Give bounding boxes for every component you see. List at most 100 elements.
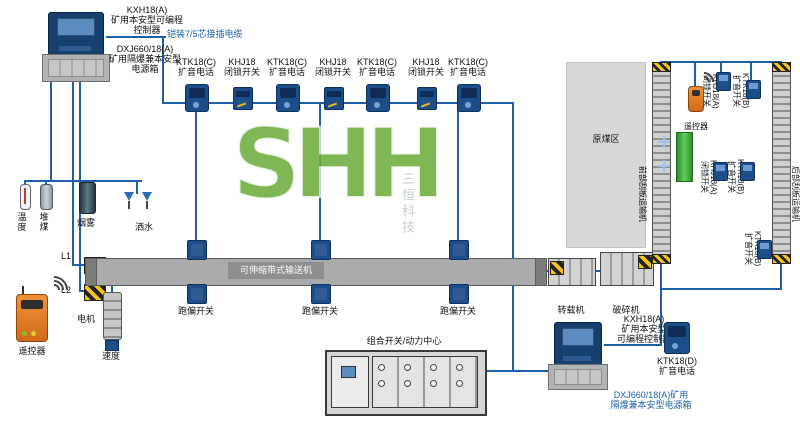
lock-switch-device xyxy=(716,72,731,91)
belt-pulley xyxy=(535,258,547,286)
wire xyxy=(720,62,722,72)
raw-coal-area xyxy=(566,62,646,248)
temperature-sensor-icon xyxy=(20,184,31,210)
remote-label: 遥控器 xyxy=(18,346,46,356)
wire xyxy=(162,36,164,104)
dial-icon xyxy=(378,380,385,387)
device-label: KTK18(C) 扩音电话 xyxy=(266,57,307,77)
power-box-label: DXJ660/18(A)矿用 隔爆兼本安型电源箱 xyxy=(610,390,692,410)
dial-icon xyxy=(404,380,411,387)
wire xyxy=(24,180,142,182)
belt-name-label: 可伸缩带式输送机 xyxy=(228,262,324,279)
device-label: KTK18(B) 扩音开关 xyxy=(732,73,750,108)
dial-icon xyxy=(456,380,463,387)
power-box-device xyxy=(548,364,608,390)
deviation-switch-device xyxy=(449,240,469,260)
temperature-label: 温 度 xyxy=(17,212,27,232)
motor-icon xyxy=(103,292,122,340)
line1-label: L1 xyxy=(60,251,71,261)
lock-switch-device xyxy=(713,162,728,181)
deviation-switch-label: 跑偏开关 xyxy=(301,306,338,316)
deviation-switch-device xyxy=(449,284,469,304)
wire xyxy=(457,104,459,258)
wire xyxy=(660,288,781,290)
dial-icon xyxy=(378,364,385,371)
sprinkler-stem xyxy=(146,201,148,209)
wire xyxy=(79,290,86,292)
dial-icon xyxy=(456,364,463,371)
logo-watermark: SHH xyxy=(231,107,447,221)
loudspeaker-phone-device xyxy=(185,84,209,112)
line2-label: L2 xyxy=(60,285,71,295)
wire xyxy=(780,262,782,290)
motor-label: 电机 xyxy=(76,314,95,324)
device-label: KTK18(C) 扩音电话 xyxy=(447,57,488,77)
sprinkler-stem xyxy=(128,201,130,209)
hazard-block xyxy=(550,261,564,275)
coal-pile-label: 堆 煤 xyxy=(39,212,49,232)
device-label: KHJ18 闭锁开关 xyxy=(407,57,444,77)
smoke-sensor-icon xyxy=(79,182,96,214)
coal-pile-sensor-icon xyxy=(40,184,53,210)
wire xyxy=(694,62,696,86)
loudspeaker-switch-device xyxy=(746,80,761,99)
remote-control-icon xyxy=(688,86,704,112)
loudspeaker-phone-device xyxy=(276,84,300,112)
loudspeaker-switch-device xyxy=(757,240,772,259)
lock-switch-device xyxy=(324,87,344,110)
smoke-label: 烟雾 xyxy=(76,218,95,228)
wire xyxy=(545,270,550,272)
deviation-switch-device xyxy=(187,284,207,304)
deviation-switch-device xyxy=(311,240,331,260)
green-chute-block xyxy=(676,132,693,182)
wire xyxy=(512,102,514,372)
sparkle-icon xyxy=(658,160,670,172)
deviation-switch-label: 跑偏开关 xyxy=(177,306,214,316)
sprinkler-icon xyxy=(124,192,134,201)
dial-icon xyxy=(430,380,437,387)
power-box-label: DXJ660/18(A) 矿用隔爆兼本安型 电源箱 xyxy=(108,44,181,74)
plc-controller-label: KXH18(A) 矿用本安型 可编程控制器 xyxy=(616,314,671,344)
device-label: KTK18(C) 扩音电话 xyxy=(175,57,216,77)
loudspeaker-phone-device xyxy=(664,322,690,354)
rear-scraper-conveyor xyxy=(772,62,791,264)
sparkle-icon xyxy=(658,136,670,148)
deviation-switch-device xyxy=(187,240,207,260)
device-label: KHJ18 闭锁开关 xyxy=(223,57,260,77)
cabinet-door xyxy=(331,356,369,408)
plc-controller-device xyxy=(554,322,602,366)
wire xyxy=(136,182,138,194)
remote-label: 遥控器 xyxy=(684,122,708,131)
plc-controller-label: KXH18(A) 矿用本安型可编程 控制器 xyxy=(110,5,183,35)
remote-control-icon xyxy=(16,294,48,342)
rear-scraper-label: 后部刮板运输机 xyxy=(791,166,800,222)
wire xyxy=(604,344,662,346)
belt-pulley xyxy=(85,258,97,286)
device-label: KTK18(C) 扩音电话 xyxy=(356,57,397,77)
deviation-switch-label: 跑偏开关 xyxy=(439,306,476,316)
phone-label: KTK18(D) 扩音电话 xyxy=(656,356,697,376)
crusher-label: 破碎机 xyxy=(612,305,640,315)
coal-area-label: 原煤区 xyxy=(592,134,620,144)
speed-sensor-icon xyxy=(105,340,119,351)
dial-icon xyxy=(430,364,437,371)
wire xyxy=(319,104,321,258)
device-label: KHJ18 闭锁开关 xyxy=(314,57,351,77)
loudspeaker-phone-device xyxy=(366,84,390,112)
sprinkler-icon xyxy=(142,192,152,201)
wire xyxy=(478,370,550,372)
wire xyxy=(106,36,166,38)
wire xyxy=(50,78,52,182)
loudspeaker-switch-device xyxy=(740,162,755,181)
logo-watermark-sub: 三恒科技 xyxy=(400,172,415,236)
device-label: KHJ18(A) 闭锁开关 xyxy=(702,73,720,109)
deviation-switch-device xyxy=(311,284,331,304)
wire xyxy=(111,284,113,293)
wire xyxy=(72,264,84,266)
wire xyxy=(750,62,752,80)
power-box-device xyxy=(42,54,110,82)
front-scraper-label: 前部刮板运输机 xyxy=(638,166,647,222)
speed-label: 速度 xyxy=(101,351,120,361)
antenna-icon xyxy=(22,286,24,294)
